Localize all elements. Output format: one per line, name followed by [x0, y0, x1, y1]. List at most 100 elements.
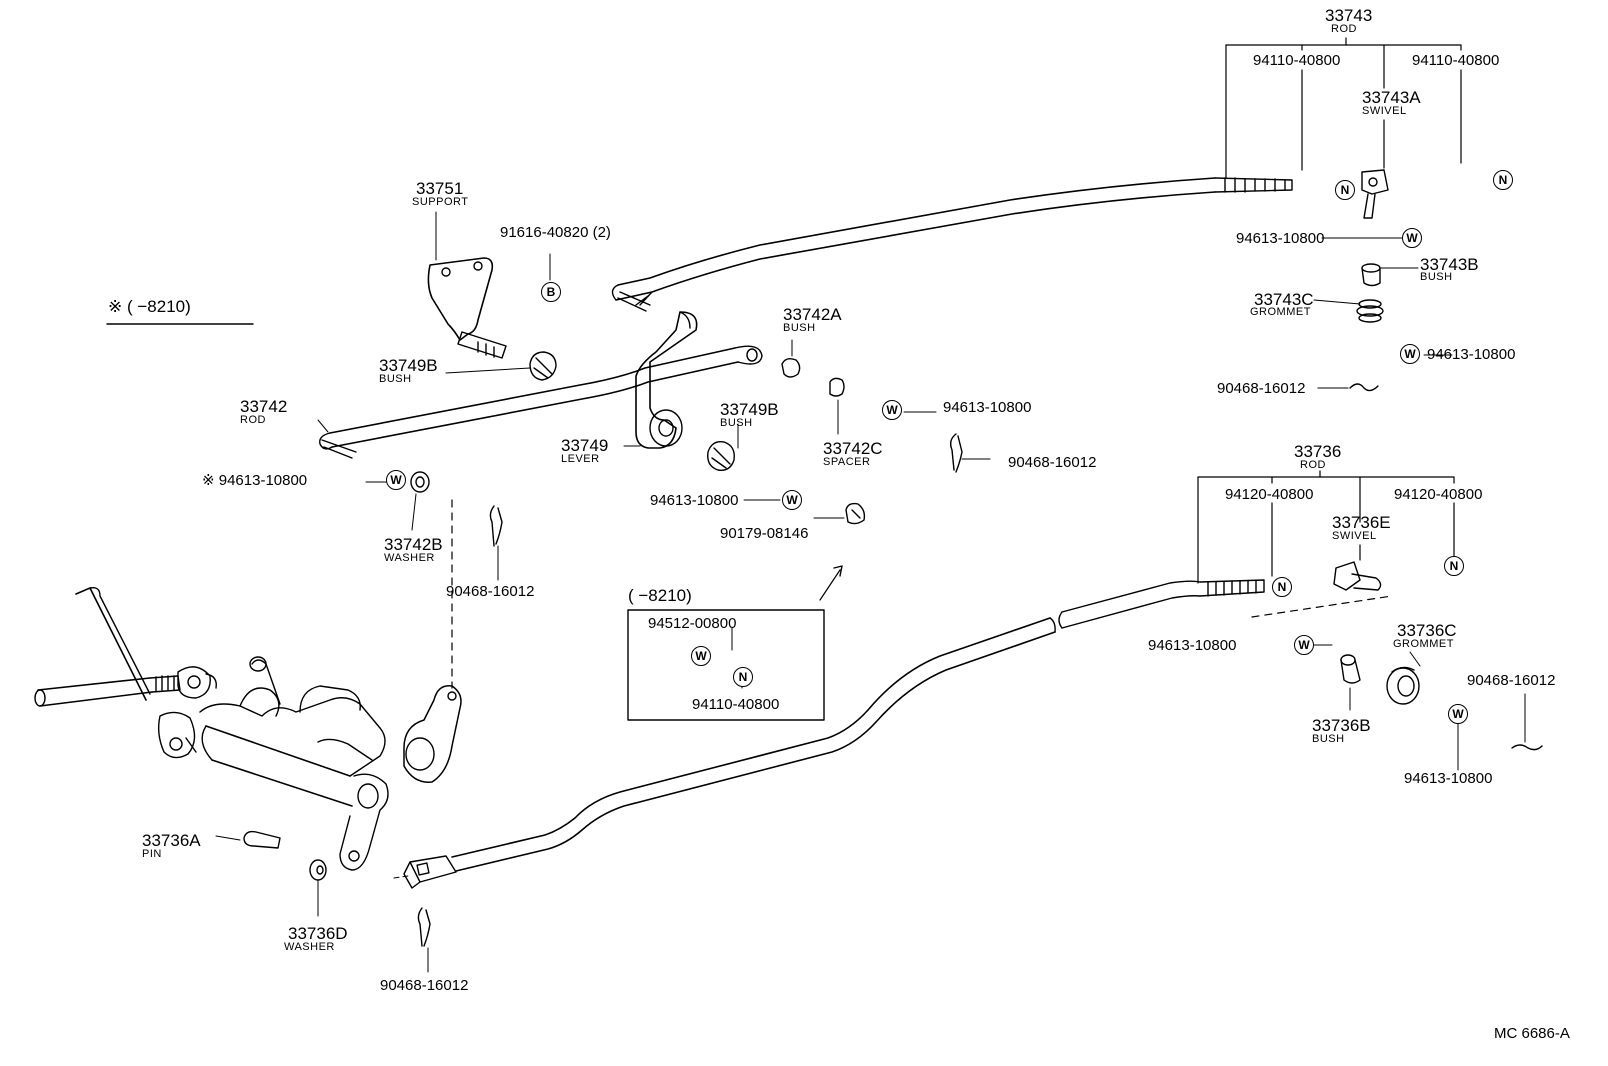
bush-33743b-drawing — [1361, 263, 1419, 287]
part-94613-g: 94613-10800 — [1404, 770, 1493, 787]
part-33749B-a-name: BUSH — [379, 373, 412, 385]
rod-33743-drawing — [611, 177, 1293, 312]
part-33749B-b-number: 33749B — [720, 400, 779, 419]
part-33742A-number: 33742A — [783, 305, 842, 324]
nut-symbol-d: N — [1444, 556, 1464, 576]
part-33751-number: 33751 — [416, 179, 464, 198]
part-94110-b: 94110-40800 — [1412, 52, 1500, 69]
box-washer-symbol: W — [691, 646, 711, 666]
part-33736C-name: GROMMET — [1393, 638, 1454, 650]
part-33742C-number: 33742C — [823, 439, 883, 458]
part-33751-name: SUPPORT — [412, 196, 469, 208]
part-33749-number: 33749 — [561, 436, 609, 455]
part-33742-number: 33742 — [240, 397, 288, 416]
bush-33749b-a-drawing — [445, 351, 557, 381]
shift-shaft-assembly-drawing — [34, 586, 462, 871]
part-33742C-name: SPACER — [823, 456, 871, 468]
bush-33736b-drawing — [1340, 654, 1361, 711]
washer-symbol-b: W — [1400, 344, 1420, 364]
cap-90179-drawing — [813, 502, 866, 525]
rod-33736-leader — [1197, 470, 1455, 584]
part-33742A-name: BUSH — [783, 322, 816, 334]
clip-90468-a-drawing — [1317, 383, 1379, 392]
clip-90468-b-drawing — [949, 433, 991, 473]
box-pointer-arrow — [819, 565, 843, 601]
washer-33742b-drawing — [410, 471, 430, 531]
nut-symbol-b: N — [1493, 170, 1513, 190]
part-33736A-number: 33736A — [142, 831, 201, 850]
part-90468-a: 90468-16012 — [1217, 380, 1306, 397]
rod-33742-drawing — [317, 345, 763, 459]
bush-33749b-b-drawing — [707, 423, 739, 471]
part-33743B-name: BUSH — [1420, 271, 1453, 283]
part-94613-b: 94613-10800 — [1427, 346, 1516, 363]
part-33743C-name: GROMMET — [1250, 306, 1311, 318]
part-33749B-a-number: 33749B — [379, 356, 438, 375]
washer-symbol-c: W — [882, 400, 902, 420]
part-94613-d: ※ 94613-10800 — [202, 472, 308, 489]
part-33736E-name: SWIVEL — [1332, 530, 1377, 542]
part-33743C-number: 33743C — [1254, 290, 1314, 309]
washer-symbol-d: W — [386, 470, 406, 490]
part-33743A-number: 33743A — [1362, 88, 1421, 107]
part-94120-b: 94120-40800 — [1394, 486, 1483, 503]
part-33742B-number: 33742B — [384, 535, 443, 554]
washer-symbol-g: W — [1448, 704, 1468, 724]
part-94120-a: 94120-40800 — [1225, 486, 1314, 503]
spacer-33742c-drawing — [829, 377, 845, 435]
lever-33749-drawing — [623, 311, 698, 449]
part-94613-e: 94613-10800 — [650, 492, 739, 509]
diagram-reference-code: MC 6686-A — [1494, 1025, 1570, 1042]
part-33736B-name: BUSH — [1312, 733, 1345, 745]
variant-box-part-94110: 94110-40800 — [692, 696, 780, 713]
nut-symbol-c: N — [1272, 577, 1292, 597]
nut-symbol-a: N — [1335, 180, 1355, 200]
bolt-symbol: B — [541, 282, 561, 302]
part-33743-name: ROD — [1331, 23, 1357, 35]
part-90468-e: 90468-16012 — [380, 977, 469, 994]
part-33736A-name: PIN — [142, 848, 162, 860]
swivel-33736e-drawing — [1333, 561, 1382, 591]
part-90468-b: 90468-16012 — [1008, 454, 1097, 471]
part-94110-a: 94110-40800 — [1253, 52, 1341, 69]
box-nut-symbol: N — [733, 667, 753, 687]
variant-box — [627, 609, 825, 721]
washer-symbol-f: W — [1294, 635, 1314, 655]
variant-box-part-94512: 94512-00800 — [648, 615, 737, 632]
washer-33736d-drawing — [309, 859, 327, 917]
part-91616: 91616-40820 (2) — [500, 224, 611, 241]
washer-symbol-e: W — [782, 490, 802, 510]
part-33736C-number: 33736C — [1397, 621, 1457, 640]
part-33743A-name: SWIVEL — [1362, 105, 1407, 117]
part-94613-a: 94613-10800 — [1236, 230, 1325, 247]
part-33742-name: ROD — [240, 414, 266, 426]
part-90468-c: 90468-16012 — [446, 583, 535, 600]
part-33736D-number: 33736D — [288, 924, 348, 943]
clip-90468-d-drawing — [1511, 693, 1543, 751]
part-33736-name: ROD — [1300, 459, 1326, 471]
clip-90468-c-drawing — [489, 505, 503, 581]
bush-33742a-drawing — [781, 339, 801, 378]
assembly-dashed-line — [451, 499, 1393, 689]
part-90468-d: 90468-16012 — [1467, 672, 1556, 689]
washer-symbol-a: W — [1402, 228, 1422, 248]
part-33749-name: LEVER — [561, 453, 600, 465]
part-33743-number: 33743 — [1325, 6, 1373, 25]
swivel-33743a-drawing — [1361, 169, 1389, 219]
part-33736E-number: 33736E — [1332, 513, 1391, 532]
variant-box-title: ( −8210) — [628, 586, 692, 605]
grommet-33736c-drawing — [1386, 651, 1421, 705]
part-94613-c: 94613-10800 — [943, 399, 1032, 416]
rod-33743-leader — [1225, 37, 1462, 179]
part-90179: 90179-08146 — [720, 525, 809, 542]
part-33736D-name: WASHER — [284, 941, 335, 953]
pin-33736a-drawing — [215, 830, 281, 849]
clip-90468-e-drawing — [417, 907, 431, 973]
part-33736B-number: 33736B — [1312, 716, 1371, 735]
part-33742B-name: WASHER — [384, 552, 435, 564]
support-33751-drawing — [427, 211, 507, 359]
part-33749B-b-name: BUSH — [720, 417, 753, 429]
part-94613-f: 94613-10800 — [1148, 637, 1237, 654]
rod-33736-drawing — [393, 579, 1265, 889]
